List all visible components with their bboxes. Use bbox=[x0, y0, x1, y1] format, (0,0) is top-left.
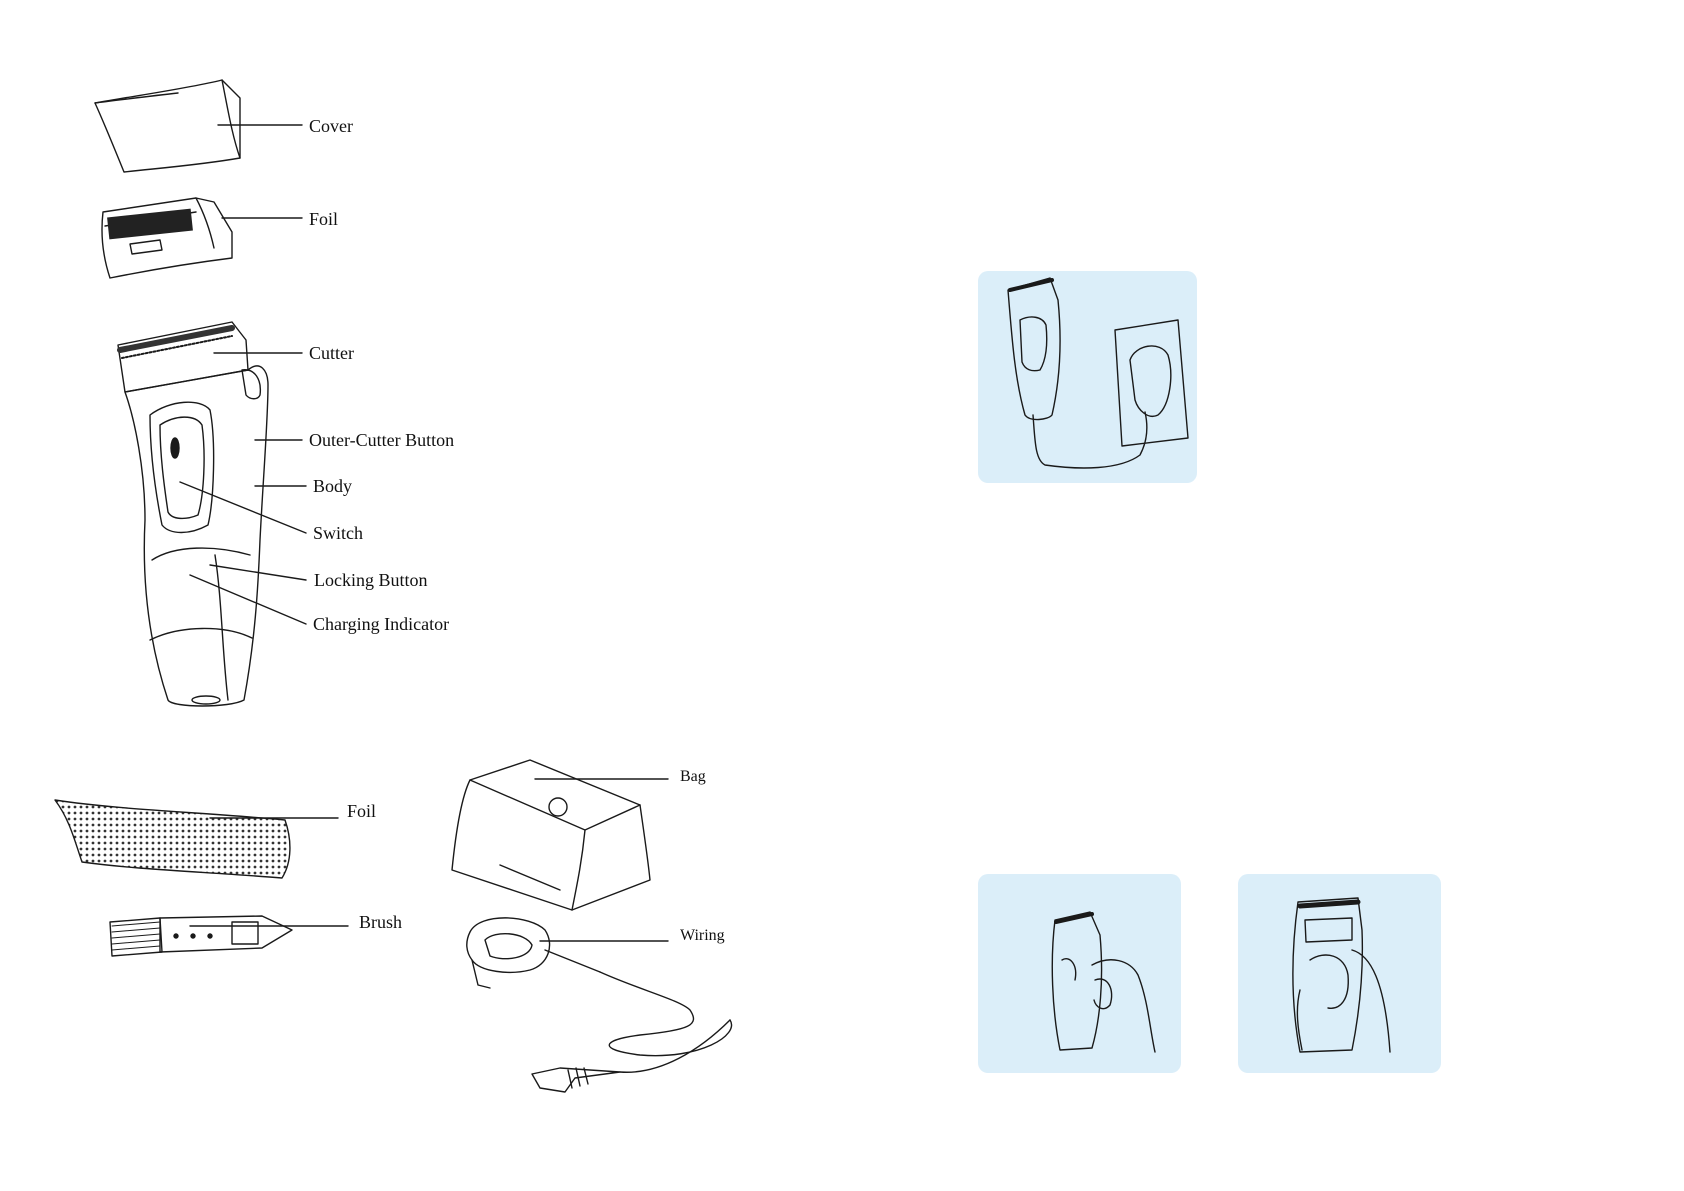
shaver-body-drawing bbox=[117, 321, 269, 707]
charging-illustration bbox=[1007, 277, 1189, 469]
label-cutter: Cutter bbox=[309, 343, 354, 363]
foil-head-drawing bbox=[101, 197, 233, 279]
label-charging-indicator: Charging Indicator bbox=[313, 614, 450, 634]
label-foil-accessory: Foil bbox=[347, 801, 377, 821]
label-bag: Bag bbox=[680, 768, 706, 785]
hand-illustration-left bbox=[1051, 911, 1156, 1053]
label-locking-button: Locking Button bbox=[314, 570, 428, 590]
label-cover: Cover bbox=[309, 116, 353, 136]
label-wiring: Wiring bbox=[680, 927, 725, 944]
label-body: Body bbox=[313, 476, 353, 496]
label-brush: Brush bbox=[359, 912, 403, 932]
label-switch: Switch bbox=[313, 523, 364, 543]
label-outer-cutter-button: Outer-Cutter Button bbox=[309, 430, 455, 450]
parts-leader-lines bbox=[179, 124, 307, 625]
brush-drawing bbox=[109, 915, 349, 957]
wiring-drawing bbox=[466, 917, 733, 1093]
hand-illustration-right bbox=[1292, 897, 1391, 1053]
cover-drawing bbox=[94, 79, 241, 173]
foil-sheet-drawing bbox=[54, 799, 339, 879]
bag-drawing bbox=[451, 759, 669, 911]
label-foil: Foil bbox=[309, 209, 339, 229]
